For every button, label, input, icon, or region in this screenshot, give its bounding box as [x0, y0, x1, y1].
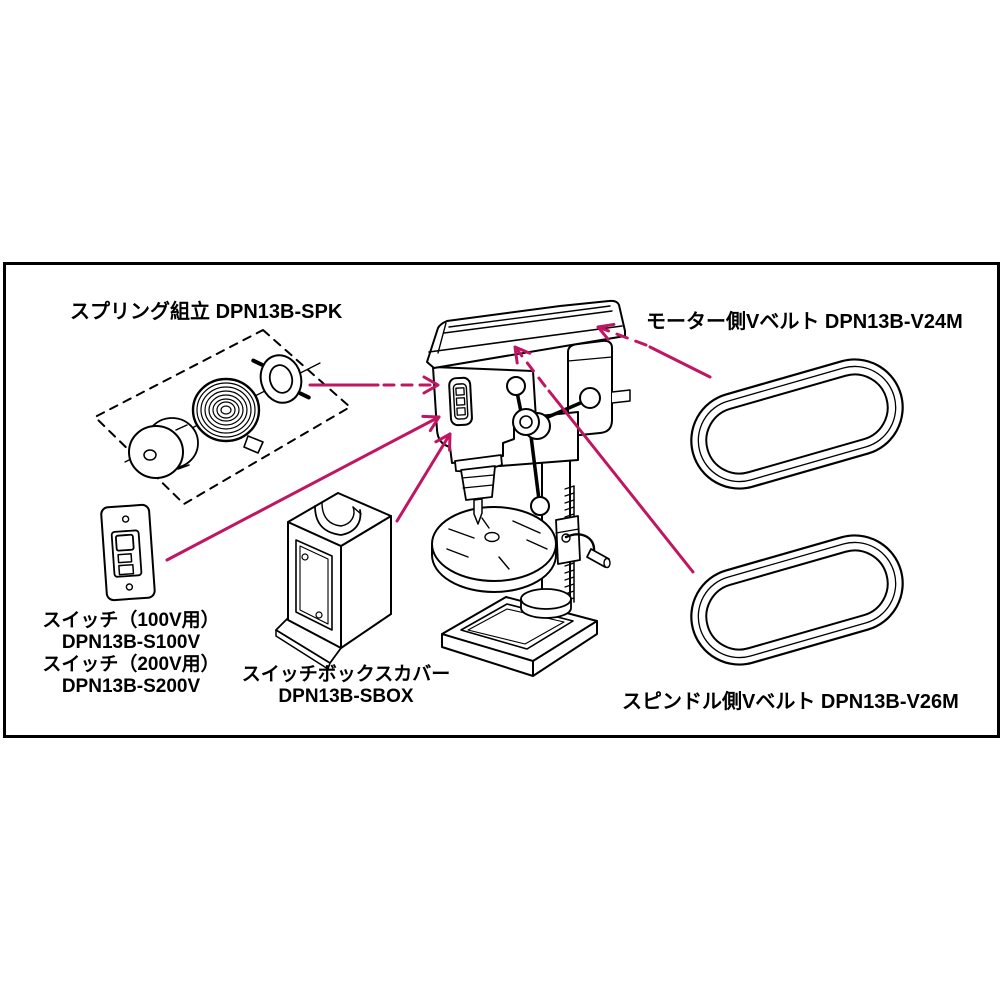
column-foot [520, 588, 572, 619]
coil-spring [191, 377, 264, 454]
switch-box-cover-illustration [275, 492, 392, 670]
arrow-spindle-belt-to-cover [513, 345, 695, 574]
motor-v-belt-illustration [690, 358, 904, 490]
part-code: DPN13B-S200V [61, 676, 201, 697]
part-code: DPN13B-SBOX [278, 686, 414, 707]
part-code: DPN13B-SPK [215, 301, 343, 323]
spindle-v-belt-illustration [690, 534, 904, 666]
spring-cover-ring [251, 354, 311, 404]
part-name: スイッチ（100V用） [42, 610, 220, 631]
label-motor-v-belt: モーター側Vベルト DPN13B-V24M [646, 305, 963, 334]
feed-handle [506, 376, 601, 516]
part-name: モーター側Vベルト [646, 311, 820, 333]
table-clamp-crank [555, 515, 611, 569]
drill-base [441, 596, 598, 677]
chuck-and-bit [454, 454, 503, 525]
part-name: スイッチボックスカバー [241, 664, 451, 685]
arrow-motor-belt-to-cover [596, 322, 712, 379]
spring-assembly-illustration [94, 329, 351, 505]
part-name: スピンドル側Vベルト [622, 691, 816, 713]
label-spindle-v-belt: スピンドル側Vベルト DPN13B-V26M [622, 685, 959, 714]
label-spring-assembly: スプリング組立 DPN13B-SPK [70, 295, 342, 324]
head-switch-panel [448, 376, 473, 427]
switch-plate-illustration [100, 503, 156, 602]
pointer-arrows [165, 322, 712, 574]
part-code: DPN13B-V24M [824, 311, 963, 333]
part-name: スプリング組立 [70, 301, 210, 323]
label-switches: スイッチ（100V用） DPN13B-S100V スイッチ（200V用） DPN… [35, 610, 227, 698]
belt-cover [426, 299, 626, 369]
part-code: DPN13B-S100V [61, 632, 201, 653]
label-switch-box-cover: スイッチボックスカバー DPN13B-SBOX [240, 664, 452, 708]
drill-table [431, 506, 557, 593]
diagram-border [3, 262, 1000, 738]
part-name: スイッチ（200V用） [42, 654, 220, 675]
arrow-sbox-to-head [395, 432, 452, 523]
arrow-switch-to-head [165, 414, 441, 562]
drill-press-illustration [426, 299, 631, 677]
spring-case [128, 417, 199, 479]
part-code: DPN13B-V26M [820, 691, 959, 713]
